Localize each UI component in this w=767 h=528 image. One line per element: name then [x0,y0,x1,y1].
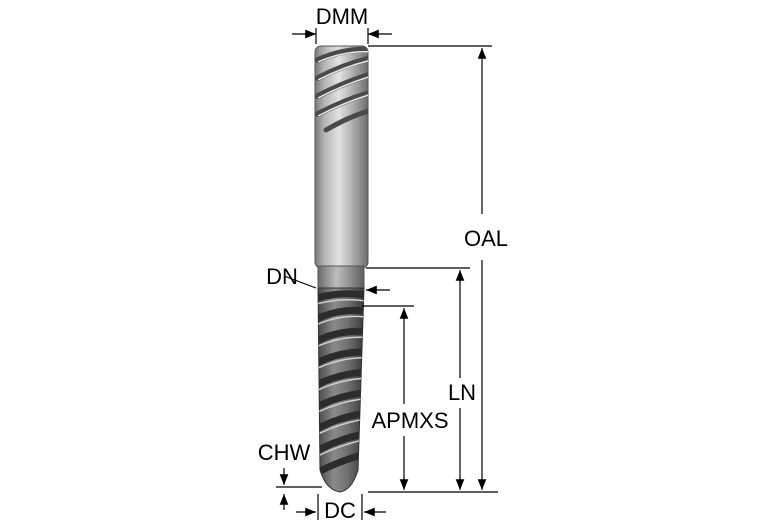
label-dc: DC [324,498,356,523]
label-ln: LN [448,380,476,405]
end-mill-tool [314,45,369,493]
label-apmxs: APMXS [371,408,448,433]
label-chw: CHW [258,440,311,465]
tool-neck [317,265,365,289]
dn-leader [283,275,317,289]
label-dmm: DMM [316,4,369,29]
dimension-labels: DMM OAL DN LN APMXS CHW DC [258,4,508,523]
label-oal: OAL [464,226,508,251]
label-dn: DN [266,264,298,289]
dimension-lines [276,28,498,520]
helical-flutes [318,290,364,480]
shank-grooves [315,46,368,133]
